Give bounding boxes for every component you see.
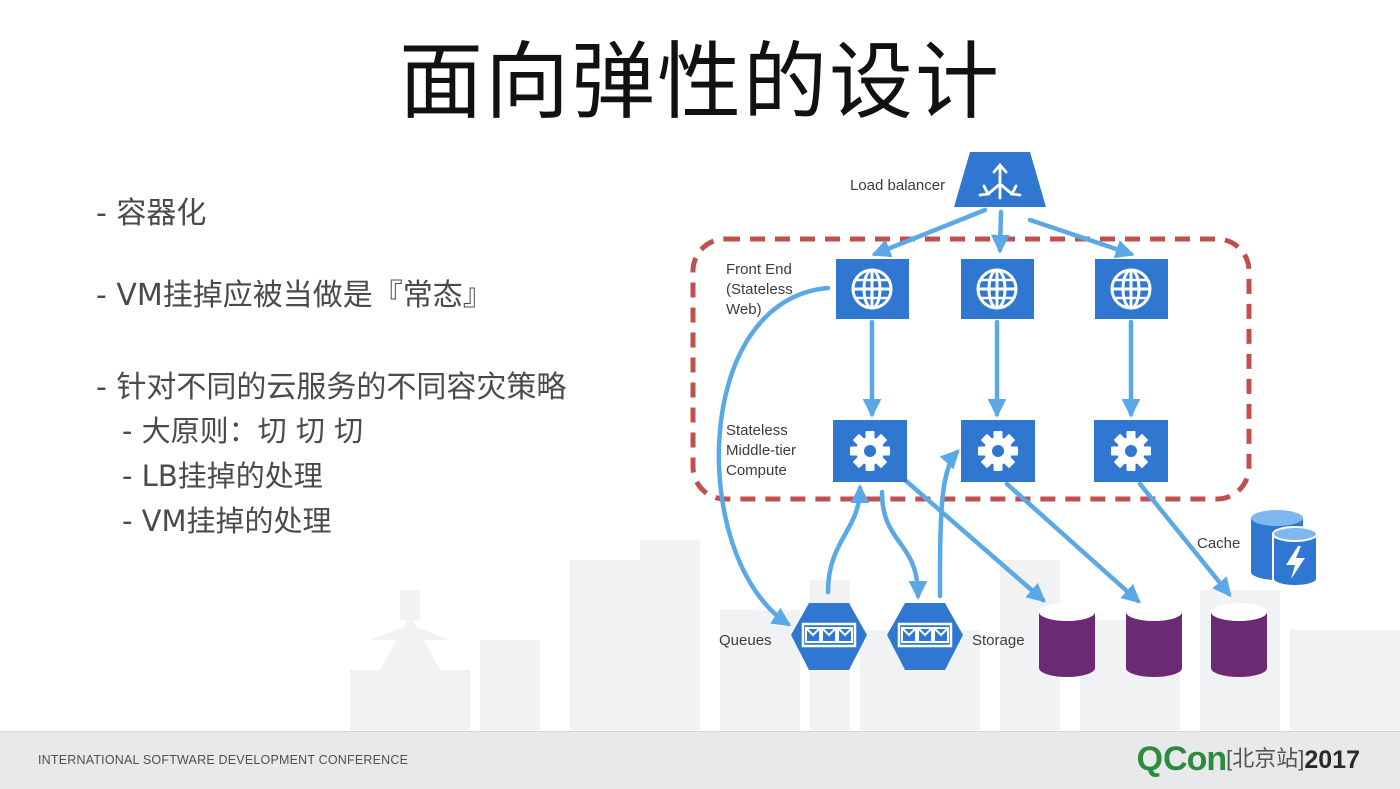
- conference-name: INTERNATIONAL SOFTWARE DEVELOPMENT CONFE…: [38, 753, 409, 767]
- front-end-label-line: Front End: [726, 261, 792, 278]
- front-end-label-line: Web): [726, 301, 762, 318]
- front-end-node: [836, 259, 909, 319]
- stateless-tier-boundary: [690, 236, 1252, 502]
- middle-tier-label-line: Compute: [726, 462, 787, 479]
- bullet-item: - 针对不同的云服务的不同容灾策略: [96, 370, 567, 405]
- globe-icon: [851, 268, 893, 310]
- front-end-label-line: (Stateless: [726, 281, 793, 298]
- middle-tier-node: [1094, 420, 1168, 482]
- sub-bullet-item: - LB挂掉的处理: [122, 459, 323, 493]
- sub-bullet-item: - 大原则：切 切 切: [122, 414, 364, 448]
- middle-tier-node: [833, 420, 907, 482]
- queues-label: Queues: [719, 632, 772, 649]
- globe-icon: [1110, 268, 1152, 310]
- middle-tier-node: [961, 420, 1035, 482]
- gear-icon: [1111, 431, 1151, 471]
- qcon-logo: QCon[北京站]2017: [1137, 740, 1360, 779]
- bullet-item: - 容器化: [96, 196, 207, 231]
- load-balancer-label: Load balancer: [850, 177, 945, 194]
- gear-icon: [850, 431, 890, 471]
- storage-label: Storage: [972, 632, 1025, 649]
- storage-cylinder-icon: [1126, 603, 1182, 677]
- front-end-node: [961, 259, 1034, 319]
- load-balancer-node: [954, 152, 1046, 207]
- logo-q: Q: [1136, 740, 1164, 778]
- logo-city: [北京站]: [1226, 746, 1305, 771]
- globe-icon: [976, 268, 1018, 310]
- storage-cylinder-icon: [1211, 603, 1267, 677]
- queue-icon: [789, 601, 869, 672]
- footer-bar: INTERNATIONAL SOFTWARE DEVELOPMENT CONFE…: [0, 731, 1400, 789]
- gear-icon: [978, 431, 1018, 471]
- middle-tier-label-line: Middle-tier: [726, 442, 796, 459]
- cache-label: Cache: [1197, 535, 1240, 552]
- logo-con: Con: [1163, 740, 1227, 778]
- load-balancer-icon: [978, 162, 1022, 200]
- middle-tier-label-line: Stateless: [726, 422, 788, 439]
- bullet-item: - VM挂掉应被当做是『常态』: [96, 278, 493, 313]
- cache-icon: [1251, 510, 1318, 587]
- storage-cylinder-icon: [1039, 603, 1095, 677]
- front-end-node: [1095, 259, 1168, 319]
- logo-year: 2017: [1304, 746, 1360, 774]
- slide-title: 面向弹性的设计: [398, 33, 1001, 131]
- queue-icon: [885, 601, 965, 672]
- sub-bullet-item: - VM挂掉的处理: [122, 504, 332, 538]
